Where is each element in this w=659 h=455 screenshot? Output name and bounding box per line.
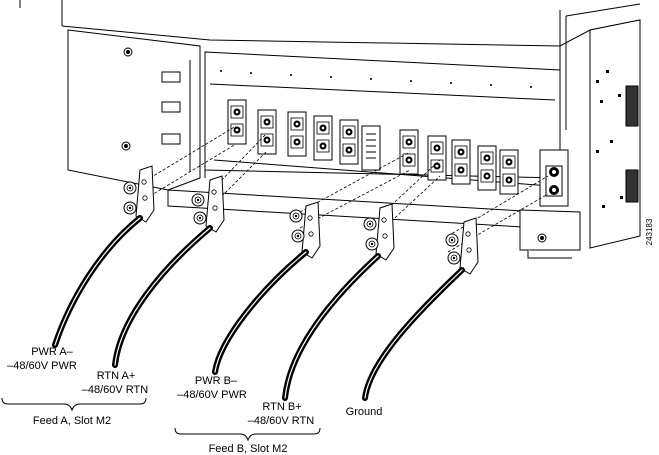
- labels: PWR A– –48/60V PWR RTN A+ –48/60V RTN PW…: [7, 218, 654, 455]
- cable-ground: [362, 267, 465, 401]
- feed-brackets: [1, 397, 321, 442]
- cable-pwr-b: [212, 249, 309, 375]
- pwr-b-label: PWR B–: [195, 375, 238, 387]
- rtn-b-label: RTN B+: [262, 401, 301, 413]
- feed-b-label: Feed B, Slot M2: [209, 443, 288, 455]
- ground-terminal: [549, 167, 559, 195]
- feed-a-label: Feed A, Slot M2: [33, 415, 111, 427]
- cable-rtn-b: [282, 253, 381, 401]
- figure-id: 243183: [645, 218, 654, 245]
- feed-b-bracket: [174, 427, 321, 442]
- pwr-b-voltage-label: –48/60V PWR: [177, 389, 247, 401]
- rtn-b-voltage-label: –48/60V RTN: [248, 415, 315, 427]
- terminal-block-feed-a: [227, 99, 381, 171]
- rtn-a-label: RTN A+: [97, 370, 136, 382]
- feed-a-bracket: [1, 397, 147, 412]
- lug-ground: [445, 217, 479, 275]
- ground-label: Ground: [346, 406, 383, 418]
- pwr-a-label: PWR A–: [31, 346, 73, 358]
- lug-rtn-a: [191, 175, 225, 233]
- pwr-a-voltage-label: –48/60V PWR: [7, 360, 77, 372]
- rtn-a-voltage-label: –48/60V RTN: [82, 384, 149, 396]
- cable-rtn-a: [112, 225, 213, 368]
